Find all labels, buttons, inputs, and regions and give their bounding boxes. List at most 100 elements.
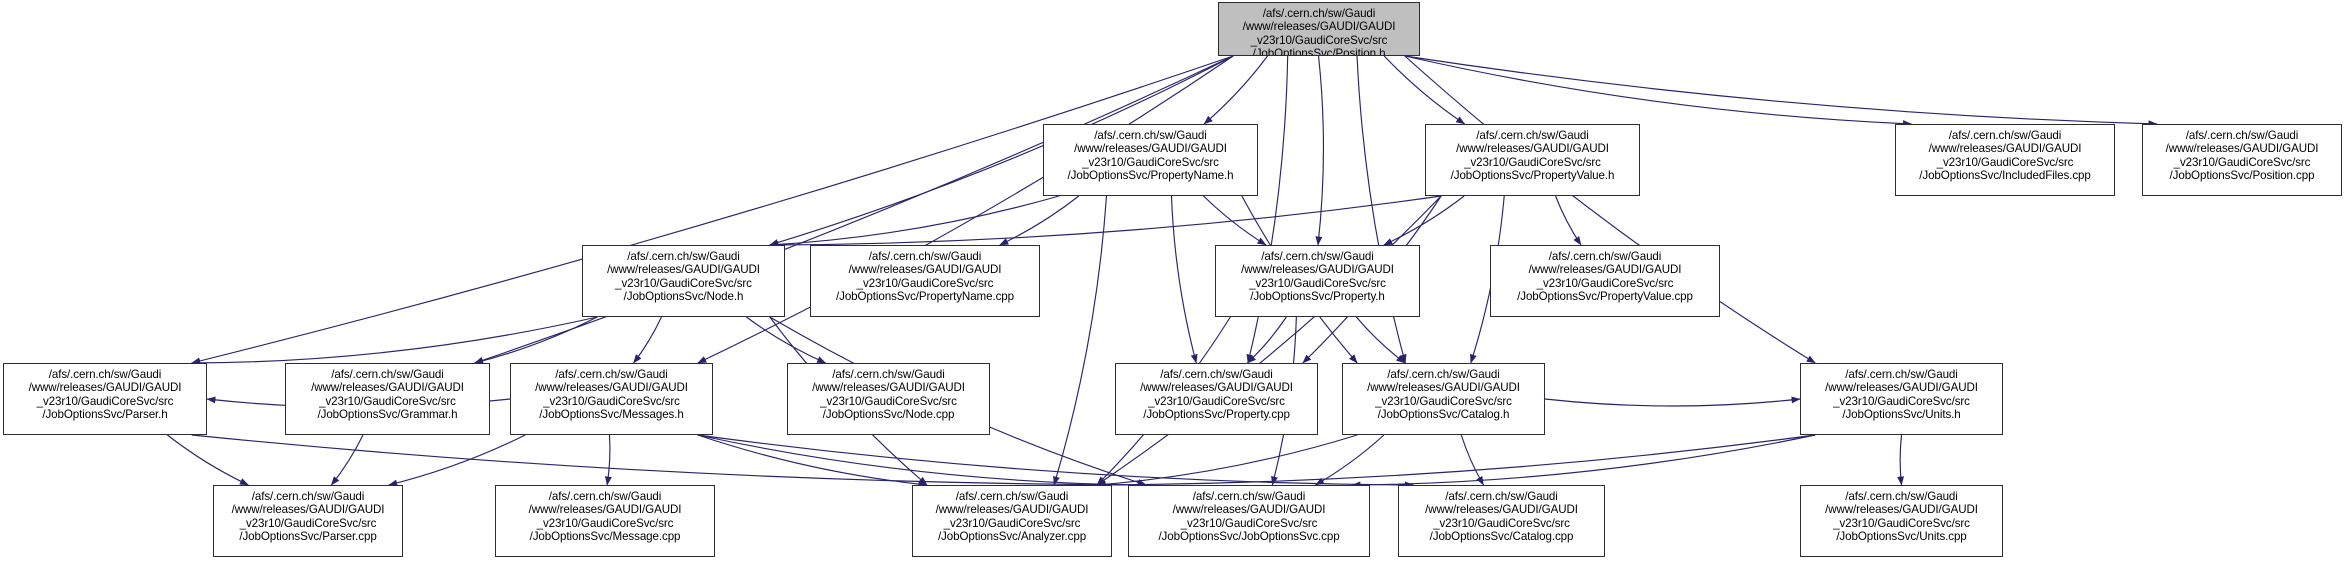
graph-node-label-line: /JobOptionsSvc/Catalog.cpp xyxy=(1429,529,1574,543)
graph-node-messages_h[interactable]: /afs/.cern.ch/sw/Gaudi/www/releases/GAUD… xyxy=(510,363,713,435)
graph-edge-propertyname_h-to-node_h xyxy=(769,195,1060,248)
graph-node-label-line: /afs/.cern.ch/sw/Gaudi xyxy=(1387,368,1500,381)
graph-node-label-line: _v23r10/GaudiCoreSvc/src xyxy=(239,516,377,530)
graph-node-label-line: /JobOptionsSvc/Messages.h xyxy=(539,407,684,421)
graph-edge-node_h-to-messages_h xyxy=(633,316,662,364)
graph-node-label-line: _v23r10/GaudiCoreSvc/src xyxy=(1375,394,1512,408)
graph-node-label-line: /JobOptionsSvc/IncludedFiles.cpp xyxy=(1919,168,2091,182)
graph-node-label-line: /www/releases/GAUDI/GAUDI xyxy=(535,381,688,395)
graph-node-propertyname_cpp[interactable]: /afs/.cern.ch/sw/Gaudi/www/releases/GAUD… xyxy=(810,245,1040,317)
graph-node-label-line: /JobOptionsSvc/PropertyName.h xyxy=(1067,168,1234,182)
graph-node-label-line: /JobOptionsSvc/Units.cpp xyxy=(1836,529,1967,543)
graph-node-label-line: /www/releases/GAUDI/GAUDI xyxy=(28,381,182,395)
graph-node-propertyname_h[interactable]: /afs/.cern.ch/sw/Gaudi/www/releases/GAUD… xyxy=(1043,124,1258,196)
graph-node-label-line: /JobOptionsSvc/PropertyName.cpp xyxy=(836,289,1014,303)
graph-node-label-line: /www/releases/GAUDI/GAUDI xyxy=(1241,263,1394,277)
graph-edge-node_h-to-parser_h xyxy=(191,316,598,367)
graph-edge-grammar_h-to-parser_cpp xyxy=(330,434,364,486)
graph-node-node_h[interactable]: /afs/.cern.ch/sw/Gaudi/www/releases/GAUD… xyxy=(582,245,785,317)
graph-node-label-line: /afs/.cern.ch/sw/Gaudi xyxy=(1445,490,1558,503)
graph-node-label-line: _v23r10/GaudiCoreSvc/src xyxy=(1464,155,1601,169)
graph-node-label-line: /JobOptionsSvc/Position.h xyxy=(1252,46,1386,56)
graph-node-analyzer_cpp[interactable]: /afs/.cern.ch/sw/Gaudi/www/releases/GAUD… xyxy=(912,485,1112,557)
graph-node-label-line: /JobOptionsSvc/Property.h xyxy=(1250,289,1385,303)
graph-node-label-line: /www/releases/GAUDI/GAUDI xyxy=(1825,381,1978,395)
graph-node-label-line: /afs/.cern.ch/sw/Gaudi xyxy=(548,490,662,503)
graph-edge-position_h-to-propertyvalue_h xyxy=(1383,55,1466,125)
graph-node-label-line: _v23r10/GaudiCoreSvc/src xyxy=(1250,33,1388,47)
graph-node-label-line: /JobOptionsSvc/PropertyValue.h xyxy=(1450,168,1615,182)
graph-node-label-line: /afs/.cern.ch/sw/Gaudi xyxy=(1476,129,1589,142)
graph-edge-messages_h-to-analyzer_cpp xyxy=(697,434,928,488)
graph-node-label-line: /afs/.cern.ch/sw/Gaudi xyxy=(251,490,365,503)
graph-node-label-line: /JobOptionsSvc/Parser.h xyxy=(42,407,168,421)
graph-node-label-line: /www/releases/GAUDI/GAUDI xyxy=(2165,142,2319,156)
graph-edge-propertyname_h-to-property_h xyxy=(1203,195,1267,246)
graph-node-grammar_h[interactable]: /afs/.cern.ch/sw/Gaudi/www/releases/GAUD… xyxy=(285,363,490,435)
graph-node-label-line: /www/releases/GAUDI/GAUDI xyxy=(1074,142,1227,156)
graph-node-label-line: _v23r10/GaudiCoreSvc/src xyxy=(1536,276,1674,290)
graph-node-label-line: _v23r10/GaudiCoreSvc/src xyxy=(1433,516,1570,530)
graph-edge-messages_h-to-catalog_cpp xyxy=(697,434,1415,489)
graph-node-label-line: /JobOptionsSvc/Node.cpp xyxy=(822,407,955,421)
graph-node-label-line: /afs/.cern.ch/sw/Gaudi xyxy=(555,368,668,381)
graph-node-label-line: /JobOptionsSvc/Message.cpp xyxy=(529,529,681,543)
graph-node-parser_h[interactable]: /afs/.cern.ch/sw/Gaudi/www/releases/GAUD… xyxy=(3,363,207,435)
graph-edge-catalog_h-to-units_h xyxy=(1544,396,1801,407)
graph-edge-units_h-to-analyzer_cpp xyxy=(1096,434,1816,489)
graph-edge-units_h-to-units_cpp xyxy=(1897,434,1905,486)
graph-node-position_h[interactable]: /afs/.cern.ch/sw/Gaudi/www/releases/GAUD… xyxy=(1218,2,1420,56)
graph-node-label-line: /afs/.cern.ch/sw/Gaudi xyxy=(627,250,740,263)
graph-node-label-line: /www/releases/GAUDI/GAUDI xyxy=(528,503,682,517)
graph-node-label-line: _v23r10/GaudiCoreSvc/src xyxy=(820,394,957,408)
graph-node-label-line: _v23r10/GaudiCoreSvc/src xyxy=(1833,516,1970,530)
graph-edge-units_h-to-joboptionssvc_cpp xyxy=(1351,434,1816,489)
graph-node-catalog_cpp[interactable]: /afs/.cern.ch/sw/Gaudi/www/releases/GAUD… xyxy=(1398,485,1605,557)
graph-node-label-line: /JobOptionsSvc/JobOptionsSvc.cpp xyxy=(1158,529,1340,543)
graph-node-parser_cpp[interactable]: /afs/.cern.ch/sw/Gaudi/www/releases/GAUD… xyxy=(213,485,403,557)
graph-node-catalog_h[interactable]: /afs/.cern.ch/sw/Gaudi/www/releases/GAUD… xyxy=(1342,363,1545,435)
graph-node-label-line: /afs/.cern.ch/sw/Gaudi xyxy=(1548,250,1662,263)
graph-node-position_cpp[interactable]: /afs/.cern.ch/sw/Gaudi/www/releases/GAUD… xyxy=(2142,124,2342,196)
graph-node-label-line: /JobOptionsSvc/Node.h xyxy=(623,289,744,303)
graph-node-label-line: /www/releases/GAUDI/GAUDI xyxy=(812,381,965,395)
graph-edge-propertyvalue_h-to-node_h xyxy=(769,195,1442,249)
graph-node-label-line: /www/releases/GAUDI/GAUDI xyxy=(1928,142,2082,156)
graph-node-label-line: /afs/.cern.ch/sw/Gaudi xyxy=(955,490,1069,503)
graph-node-property_cpp[interactable]: /afs/.cern.ch/sw/Gaudi/www/releases/GAUD… xyxy=(1115,363,1318,435)
graph-node-label-line: /afs/.cern.ch/sw/Gaudi xyxy=(48,368,162,381)
graph-node-joboptionssvc_cpp[interactable]: /afs/.cern.ch/sw/Gaudi/www/releases/GAUD… xyxy=(1128,485,1370,557)
graph-edge-position_h-to-propertyname_h xyxy=(1203,55,1268,125)
graph-edge-property_h-to-property_cpp xyxy=(1247,316,1287,364)
graph-edge-propertyname_h-to-property_cpp xyxy=(1170,195,1198,364)
graph-node-includedfiles_cpp[interactable]: /afs/.cern.ch/sw/Gaudi/www/releases/GAUD… xyxy=(1895,124,2115,196)
graph-node-units_cpp[interactable]: /afs/.cern.ch/sw/Gaudi/www/releases/GAUD… xyxy=(1800,485,2003,557)
graph-node-propertyvalue_h[interactable]: /afs/.cern.ch/sw/Gaudi/www/releases/GAUD… xyxy=(1425,124,1640,196)
graph-node-label-line: _v23r10/GaudiCoreSvc/src xyxy=(536,516,674,530)
graph-node-propertyvalue_cpp[interactable]: /afs/.cern.ch/sw/Gaudi/www/releases/GAUD… xyxy=(1490,245,1720,317)
graph-node-node_cpp[interactable]: /afs/.cern.ch/sw/Gaudi/www/releases/GAUD… xyxy=(787,363,990,435)
graph-node-label-line: /www/releases/GAUDI/GAUDI xyxy=(1528,263,1682,277)
graph-node-label-line: /www/releases/GAUDI/GAUDI xyxy=(1456,142,1609,156)
graph-node-label-line: _v23r10/GaudiCoreSvc/src xyxy=(1148,394,1285,408)
graph-edge-propertyname_h-to-propertyname_cpp xyxy=(999,195,1080,246)
graph-node-label-line: /afs/.cern.ch/sw/Gaudi xyxy=(1160,368,1273,381)
graph-node-label-line: _v23r10/GaudiCoreSvc/src xyxy=(856,276,994,290)
graph-node-label-line: /www/releases/GAUDI/GAUDI xyxy=(1825,503,1978,517)
graph-node-label-line: /afs/.cern.ch/sw/Gaudi xyxy=(1094,129,1207,142)
graph-node-label-line: /JobOptionsSvc/Grammar.h xyxy=(317,407,458,421)
graph-edge-messages_h-to-parser_cpp xyxy=(388,434,526,487)
graph-node-property_h[interactable]: /afs/.cern.ch/sw/Gaudi/www/releases/GAUD… xyxy=(1215,245,1420,317)
graph-node-label-line: /JobOptionsSvc/PropertyValue.cpp xyxy=(1517,289,1693,303)
graph-node-units_h[interactable]: /afs/.cern.ch/sw/Gaudi/www/releases/GAUD… xyxy=(1800,363,2003,435)
graph-edge-catalog_h-to-joboptionssvc_cpp xyxy=(1315,434,1385,486)
graph-edge-node_h-to-grammar_h xyxy=(474,316,598,365)
graph-edge-propertyname_h-to-analyzer_cpp xyxy=(1053,195,1108,486)
graph-node-message_cpp[interactable]: /afs/.cern.ch/sw/Gaudi/www/releases/GAUD… xyxy=(495,485,715,557)
graph-node-label-line: /JobOptionsSvc/Position.cpp xyxy=(2169,168,2315,182)
graph-node-label-line: /afs/.cern.ch/sw/Gaudi xyxy=(1261,250,1374,263)
graph-node-label-line: _v23r10/GaudiCoreSvc/src xyxy=(615,276,752,290)
graph-node-label-line: _v23r10/GaudiCoreSvc/src xyxy=(2173,155,2311,169)
graph-edge-catalog_h-to-analyzer_cpp xyxy=(1096,434,1358,488)
